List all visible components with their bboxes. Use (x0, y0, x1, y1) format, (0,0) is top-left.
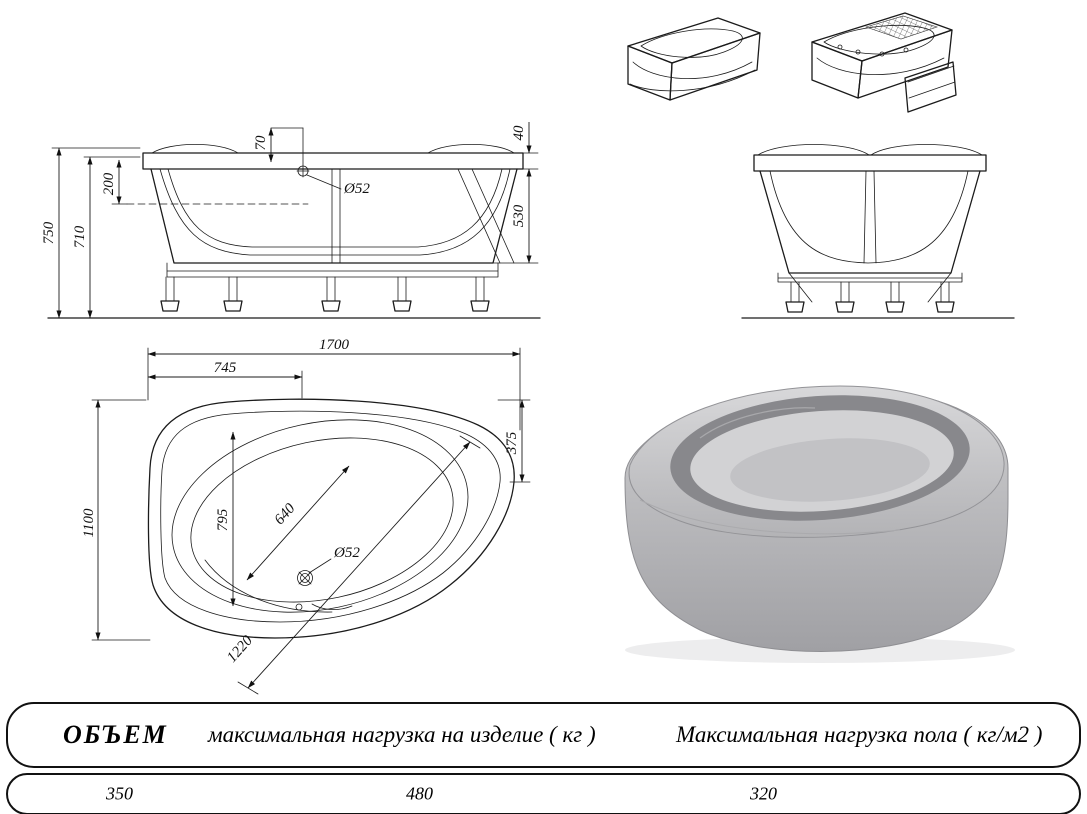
spec-value-max-load-floor: 320 (750, 783, 777, 804)
dim-1700-label: 1700 (319, 337, 350, 353)
dim-200-label: 200 (101, 172, 117, 195)
spec-header-volume: ОБЪЕМ (63, 720, 168, 749)
side-view-legs (160, 276, 490, 312)
dim-745-label: 745 (214, 360, 237, 376)
spec-header-row: ОБЪЕМ максимальная нагрузка на изделие (… (6, 702, 1081, 768)
spec-header-max-load-product: максимальная нагрузка на изделие ( кг ) (208, 722, 596, 747)
dim-530-label: 530 (511, 204, 527, 227)
dim-375-label: 375 (504, 431, 520, 455)
end-view-legs (785, 281, 955, 313)
spec-value-volume: 350 (106, 783, 133, 804)
dim-dia52-plan-label: Ø52 (333, 545, 360, 561)
spec-table: ОБЪЕМ максимальная нагрузка на изделие (… (6, 702, 1081, 814)
dim-640-label: 640 (272, 500, 299, 528)
dim-70-label: 70 (253, 135, 269, 151)
spec-values-row: 350 480 320 (6, 773, 1081, 814)
dim-dia52-side-label: Ø52 (343, 181, 370, 197)
isometric-view-2 (811, 12, 957, 113)
isometric-view-1 (627, 17, 761, 101)
dim-710-label: 710 (72, 225, 88, 248)
spec-value-max-load-product: 480 (406, 783, 433, 804)
spec-header-max-load-floor: Максимальная нагрузка пола ( кг/м2 ) (676, 722, 1043, 747)
end-elevation-view (741, 144, 1015, 319)
plan-view: 1700 745 1100 375 795 640 Ø52 1220 (81, 337, 531, 695)
render-3d-bathtub (624, 385, 1015, 663)
dim-795-label: 795 (215, 508, 231, 531)
dim-750-label: 750 (41, 221, 57, 244)
dim-40-label: 40 (511, 125, 527, 141)
dim-1100-label: 1100 (81, 508, 97, 537)
side-elevation-view: Ø52 750 710 200 70 40 530 (41, 122, 541, 319)
